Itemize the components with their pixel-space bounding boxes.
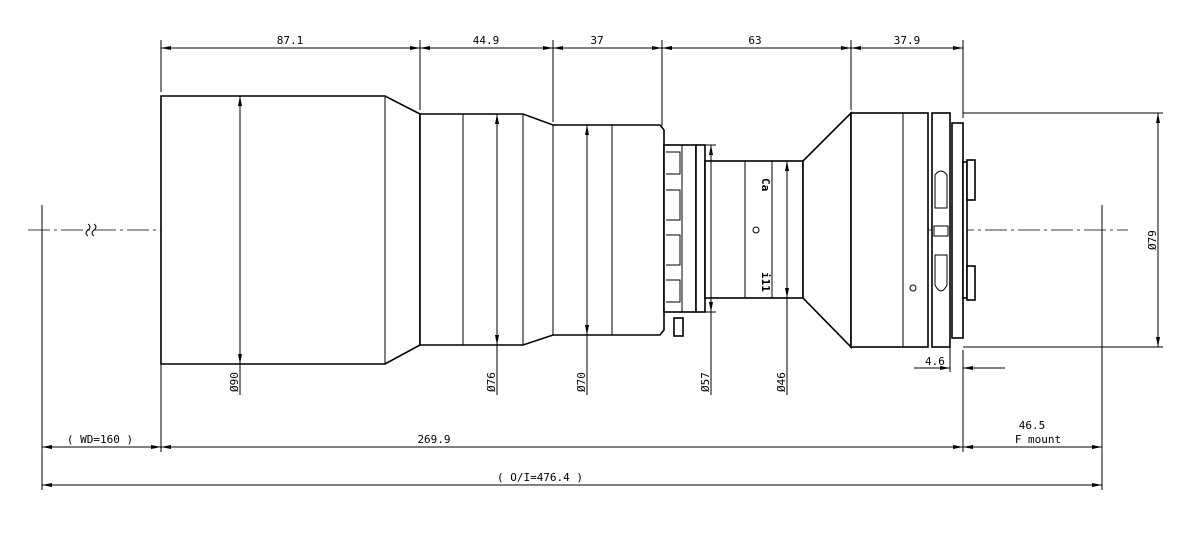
dim-d57: Ø57 <box>699 372 712 392</box>
dim-d46: Ø46 <box>775 372 788 392</box>
dim-wd: ( WD=160 ) <box>67 433 133 446</box>
dim-37: 37 <box>590 34 603 47</box>
dim-4-6: 4.6 <box>925 355 945 368</box>
dim-63: 63 <box>748 34 761 47</box>
lens-mark-bottom: i11 <box>759 272 772 292</box>
lens-body: Ca i11 <box>160 95 976 365</box>
dim-46-5: 46.5 <box>1019 419 1046 432</box>
top-dimensions: 87.1 44.9 37 63 37.9 <box>160 34 964 126</box>
dim-269-9: 269.9 <box>417 433 450 446</box>
lens-mark-top: Ca <box>759 178 772 191</box>
mount-ring <box>931 112 951 348</box>
dim-oi: ( O/I=476.4 ) <box>497 471 583 484</box>
dim-d90: Ø90 <box>228 372 241 392</box>
dim-44-9: 44.9 <box>473 34 500 47</box>
flange-offset-dimension: 4.6 <box>914 340 1005 372</box>
dim-87-1: 87.1 <box>277 34 304 47</box>
dim-d79: Ø79 <box>1146 230 1159 250</box>
break-symbol-icon <box>85 223 97 237</box>
bottom-dimensions: ( WD=160 ) 269.9 46.5 F mount ( O/I=476.… <box>41 205 1103 490</box>
lock-screw <box>673 317 684 337</box>
dim-37-9: 37.9 <box>894 34 921 47</box>
diameter-dimensions: Ø90 Ø76 Ø70 Ø57 Ø46 Ø79 <box>228 96 1163 395</box>
dim-d76: Ø76 <box>485 372 498 392</box>
mount-label: F mount <box>1015 433 1061 446</box>
dim-d70: Ø70 <box>575 372 588 392</box>
